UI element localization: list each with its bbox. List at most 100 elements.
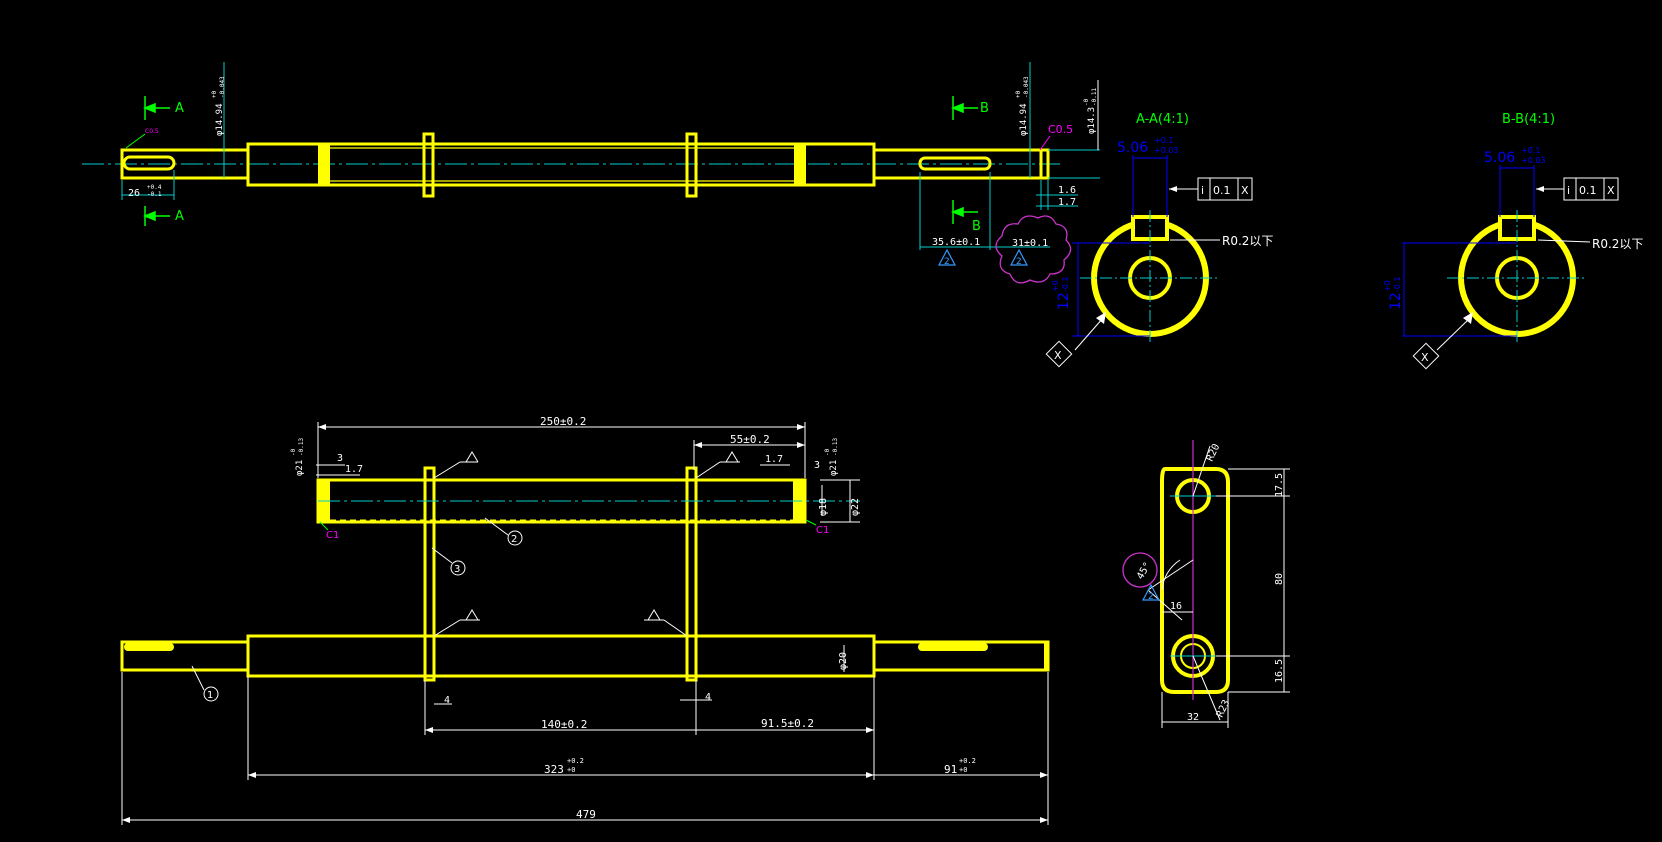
svg-text:16.5: 16.5 <box>1274 659 1285 683</box>
assembly-dim-3-right: 3 <box>814 460 820 471</box>
balloon-1: 1 <box>207 690 213 701</box>
section-bb-dims <box>1402 165 1535 337</box>
shaft-dia-left: φ14.94 +0 -0.043 <box>211 76 226 136</box>
balloon-3-circle <box>450 560 466 576</box>
revision-mark-left: 2 <box>944 257 950 267</box>
svg-text:-0.1: -0.1 <box>1393 276 1402 292</box>
lever-dim-17-5: 17.5 <box>1274 473 1285 497</box>
svg-text:-0.043: -0.043 <box>1023 76 1030 98</box>
assembly-plate-left <box>423 466 436 682</box>
section-bb-fcf-tolerance: 0.1 <box>1579 184 1597 197</box>
svg-text:+0: +0 <box>211 90 218 98</box>
assembly-dim-91-5: 91.5±0.2 <box>761 717 814 730</box>
svg-text:-0.13: -0.13 <box>832 438 839 456</box>
shaft-len-26: 26 <box>128 188 140 199</box>
assembly-dim-323-tol-up: +0.2 <box>567 757 584 765</box>
lever-revision-circle <box>1122 552 1158 588</box>
assembly-chamfer-c1-right: C1 <box>816 525 829 536</box>
section-bb-fcf-datum: X <box>1607 184 1615 197</box>
section-b-label-bottom: B <box>972 219 981 234</box>
section-a-label-bottom: A <box>175 209 184 224</box>
assembly-dim-55: 55±0.2 <box>730 433 770 446</box>
shaft-extension-lines <box>121 62 1100 250</box>
assembly-dim-3-left: 3 <box>337 453 343 464</box>
assembly-dia-21-right: φ21 -0 -0.13 <box>824 438 839 476</box>
section-aa-width-tol-dn: +0.03 <box>1154 146 1179 155</box>
shaft-outline <box>120 132 1050 198</box>
svg-text:-0.043: -0.043 <box>219 76 226 98</box>
shaft-len-35-6: 35.6±0.1 <box>932 237 980 248</box>
shaft-keyway-right <box>918 156 992 171</box>
assembly-dia-20: φ20 <box>838 652 849 670</box>
lever-revision-triangle <box>1142 583 1160 601</box>
assembly-dim-479: 479 <box>576 808 596 821</box>
shaft-chamfer-left-leader <box>125 133 146 149</box>
lever-dim-16-5: 16.5 <box>1274 659 1285 683</box>
assembly-shaft-keys <box>124 642 1048 670</box>
svg-text:φ14.94: φ14.94 <box>215 103 225 136</box>
shaft-len-31: 31±0.1 <box>1012 238 1048 249</box>
svg-text:φ18: φ18 <box>818 498 829 516</box>
section-aa-datum-label: X <box>1054 349 1062 362</box>
section-aa-fcf-symbol: i <box>1201 184 1204 197</box>
section-bb-view: B-B(4:1) 5.06 +0.1 +0.03 12 +0 -0.1 i <box>1383 112 1643 370</box>
assembly-weld-symbols <box>433 451 740 637</box>
svg-text:φ22: φ22 <box>850 498 861 516</box>
shaft-keyway-left <box>122 155 176 171</box>
revision-triangle-left <box>938 248 956 266</box>
section-aa-height: 12 +0 -0.1 <box>1051 276 1072 310</box>
svg-text:80: 80 <box>1274 573 1285 585</box>
section-aa-fcf-datum: X <box>1241 184 1249 197</box>
shaft-chamfer-right: C0.5 <box>1048 123 1073 136</box>
lever-dim-80: 80 <box>1274 573 1285 585</box>
shaft-view: A A B B φ14.94 +0 -0.043 φ14.94 +0 -0.04… <box>82 62 1100 284</box>
section-aa-view: A-A(4:1) 5.06 +0.1 +0.03 12 +0 -0.1 <box>1045 112 1273 368</box>
assembly-dia-21-left: φ21 -0 -0.13 <box>290 438 305 476</box>
assembly-shaft <box>120 634 1050 678</box>
svg-text:12: 12 <box>1056 292 1072 310</box>
section-aa-fcf: i 0.1 X <box>1169 177 1253 201</box>
balloon-2: 2 <box>511 534 517 545</box>
section-aa-fcf-tolerance: 0.1 <box>1213 184 1231 197</box>
shaft-len-26-tol-dn: -0.1 <box>147 191 162 198</box>
section-bb-datum: X <box>1412 312 1473 370</box>
section-a-label-top: A <box>175 101 184 116</box>
section-b-label-top: B <box>980 101 989 116</box>
assembly-dim-1-7-left: 1.7 <box>345 464 363 475</box>
section-aa-dims <box>1072 155 1168 337</box>
shaft-len-1-7: 1.7 <box>1058 197 1076 208</box>
svg-text:+0: +0 <box>1015 90 1022 98</box>
section-bb-radius-note: R0.2以下 <box>1592 237 1643 251</box>
assembly-dim-1-7-right: 1.7 <box>765 454 783 465</box>
section-bb-width: 5.06 <box>1484 150 1515 166</box>
assembly-chamfer-c1-left-leader <box>319 521 329 531</box>
svg-text:φ21: φ21 <box>295 460 305 476</box>
shaft-right-journal <box>872 148 1050 180</box>
svg-text:-0: -0 <box>1083 98 1090 106</box>
assembly-dim-91-tol-dn: +0 <box>959 766 967 774</box>
svg-text:-0.13: -0.13 <box>298 438 305 456</box>
assembly-dim-140: 140±0.2 <box>541 718 587 731</box>
lever-dim-16: 16 <box>1170 601 1182 612</box>
svg-text:φ20: φ20 <box>838 652 849 670</box>
assembly-dim-323: 323 <box>544 763 564 776</box>
lever-dim-32: 32 <box>1187 712 1199 723</box>
section-bb-height: 12 +0 -0.1 <box>1383 276 1404 310</box>
assembly-dia-18: φ18 <box>818 498 829 516</box>
assembly-chamfer-c1-right-leader <box>805 519 817 526</box>
svg-text:-0.1: -0.1 <box>1061 276 1070 292</box>
assembly-dim-91-tol-up: +0.2 <box>959 757 976 765</box>
assembly-balloons <box>191 517 523 702</box>
assembly-dim-arrows <box>122 424 1048 823</box>
section-aa-datum: X <box>1045 312 1106 368</box>
assembly-dim-91: 91 <box>944 763 957 776</box>
section-bb-radius-leader <box>1537 239 1591 243</box>
assembly-view: 250±0.2 55±0.2 3 1.7 1.7 3 φ21 -0 -0.13 … <box>120 415 1050 825</box>
assembly-dim-4-right: 4 <box>705 692 711 703</box>
shaft-len-1-6: 1.6 <box>1058 185 1076 196</box>
section-aa-width: 5.06 <box>1117 140 1148 156</box>
shaft-chamfer-left: C0.5 <box>145 128 159 135</box>
revision-triangle-right <box>1010 248 1028 266</box>
